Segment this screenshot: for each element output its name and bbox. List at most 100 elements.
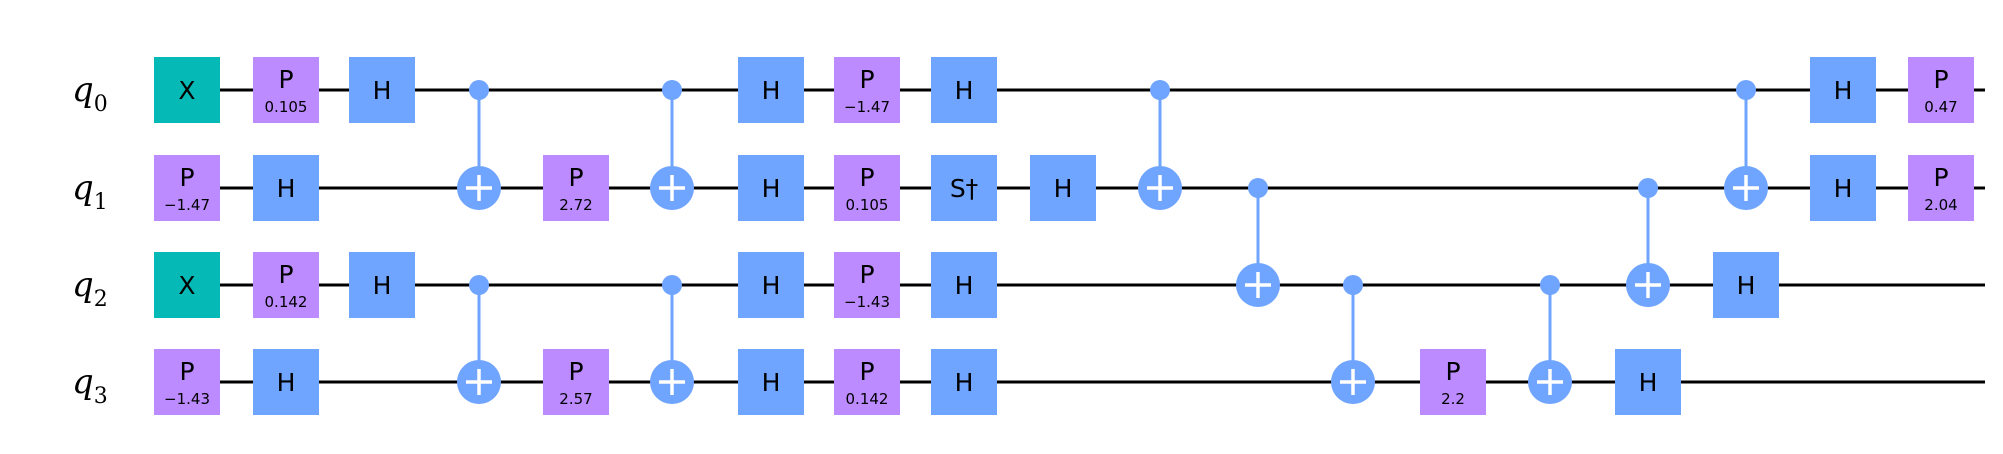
- cnot-control-dot: [469, 275, 489, 295]
- gate-label: P: [1933, 65, 1948, 94]
- p-gate: P2.72: [543, 155, 609, 221]
- gate-box: [1030, 155, 1096, 221]
- gate-box: [253, 57, 319, 123]
- qubit-label-index: 2: [94, 287, 108, 312]
- gate-box: [834, 57, 900, 123]
- gate-box: [834, 349, 900, 415]
- cnot-control-dot: [469, 80, 489, 100]
- h-gate: H: [253, 155, 319, 221]
- qubit-label-name: q: [72, 362, 94, 402]
- gate-box: [834, 252, 900, 318]
- p-gate: P2.04: [1908, 155, 1974, 221]
- cnot-control-dot: [662, 275, 682, 295]
- gate-label: P: [278, 260, 293, 289]
- p-gate: P0.105: [834, 155, 900, 221]
- p-gate: P −1.47: [154, 155, 220, 221]
- gate-label: P: [568, 163, 583, 192]
- gate-param: 0.105: [265, 98, 308, 116]
- p-gate: P−1.43: [834, 252, 900, 318]
- qubit-label-2: q2: [72, 265, 108, 312]
- p-gate: P2.2: [1420, 349, 1486, 415]
- gate-label: P: [859, 163, 874, 192]
- gate-param: 0.47: [1924, 98, 1957, 116]
- gate-box: [543, 155, 609, 221]
- gate-box: [1810, 155, 1876, 221]
- gate-param: −1.47: [164, 196, 210, 214]
- gate-label: H: [762, 76, 781, 105]
- gate-box: [931, 57, 997, 123]
- gate-label: H: [1834, 76, 1853, 105]
- gate-box: [154, 57, 220, 123]
- cnot-gate: [650, 275, 694, 404]
- gate-box: [543, 349, 609, 415]
- gate-box: [738, 155, 804, 221]
- gate-box: [1713, 252, 1779, 318]
- gate-label: H: [1639, 368, 1658, 397]
- cnot-gate: [457, 80, 501, 210]
- gate-box: [738, 57, 804, 123]
- qubit-label-name: q: [72, 70, 94, 110]
- h-gate: H: [1810, 57, 1876, 123]
- gate-label: H: [762, 368, 781, 397]
- h-gate: H: [1713, 252, 1779, 318]
- cnot-gate: [1528, 275, 1572, 404]
- gate-label: P: [179, 163, 194, 192]
- cnot-control-dot: [1736, 80, 1756, 100]
- x-gate: X: [154, 57, 220, 123]
- h-gate: H: [931, 57, 997, 123]
- cnot-control-dot: [662, 80, 682, 100]
- gate-label: H: [955, 76, 974, 105]
- gate-box: [253, 252, 319, 318]
- p-gate: P−1.43: [154, 349, 220, 415]
- h-gate: H: [738, 155, 804, 221]
- h-gate: H: [931, 349, 997, 415]
- p-gate: P0.142: [253, 252, 319, 318]
- gate-label: H: [1834, 174, 1853, 203]
- qubit-label-name: q: [72, 265, 94, 305]
- p-gate: P−1.47: [834, 57, 900, 123]
- gate-box: [154, 349, 220, 415]
- gate-box: [154, 252, 220, 318]
- gate-box: [834, 155, 900, 221]
- gate-box: [349, 57, 415, 123]
- cnot-control-dot: [1343, 275, 1363, 295]
- gate-param: 0.142: [846, 390, 889, 408]
- cnot-gate: [1331, 275, 1375, 404]
- cnot-gate: [1236, 178, 1280, 307]
- h-gate: H: [1615, 349, 1681, 415]
- p-gate: P 0.105: [253, 57, 319, 123]
- h-gate: H: [931, 252, 997, 318]
- h-gate: H: [1810, 155, 1876, 221]
- gate-label: H: [373, 271, 392, 300]
- qubit-label-index: 0: [94, 92, 108, 117]
- h-gate: H: [253, 349, 319, 415]
- gate-label: P: [278, 65, 293, 94]
- gate-box: [1615, 349, 1681, 415]
- h-gate: H: [738, 349, 804, 415]
- h-gate: H: [1030, 155, 1096, 221]
- h-gate: H: [738, 252, 804, 318]
- gate-box: [253, 349, 319, 415]
- cnot-gate: [457, 275, 501, 404]
- gate-label: P: [859, 65, 874, 94]
- cnot-control-dot: [1248, 178, 1268, 198]
- h-gate: H: [349, 252, 415, 318]
- cnot-control-dot: [1540, 275, 1560, 295]
- gate-label: H: [277, 174, 296, 203]
- gate-label: P: [859, 260, 874, 289]
- gate-label: H: [762, 174, 781, 203]
- gate-box: [154, 155, 220, 221]
- cnot-gates: [457, 80, 1768, 404]
- gate-box: [738, 252, 804, 318]
- gate-box: [1810, 57, 1876, 123]
- qubit-wires: [160, 88, 1985, 384]
- qubit-label-3: q3: [72, 362, 108, 409]
- gate-param: 2.04: [1924, 196, 1957, 214]
- p-gate: P0.142: [834, 349, 900, 415]
- qubit-label-0: q0: [72, 70, 108, 117]
- gate-box: [931, 349, 997, 415]
- qubit-label-index: 3: [94, 384, 108, 409]
